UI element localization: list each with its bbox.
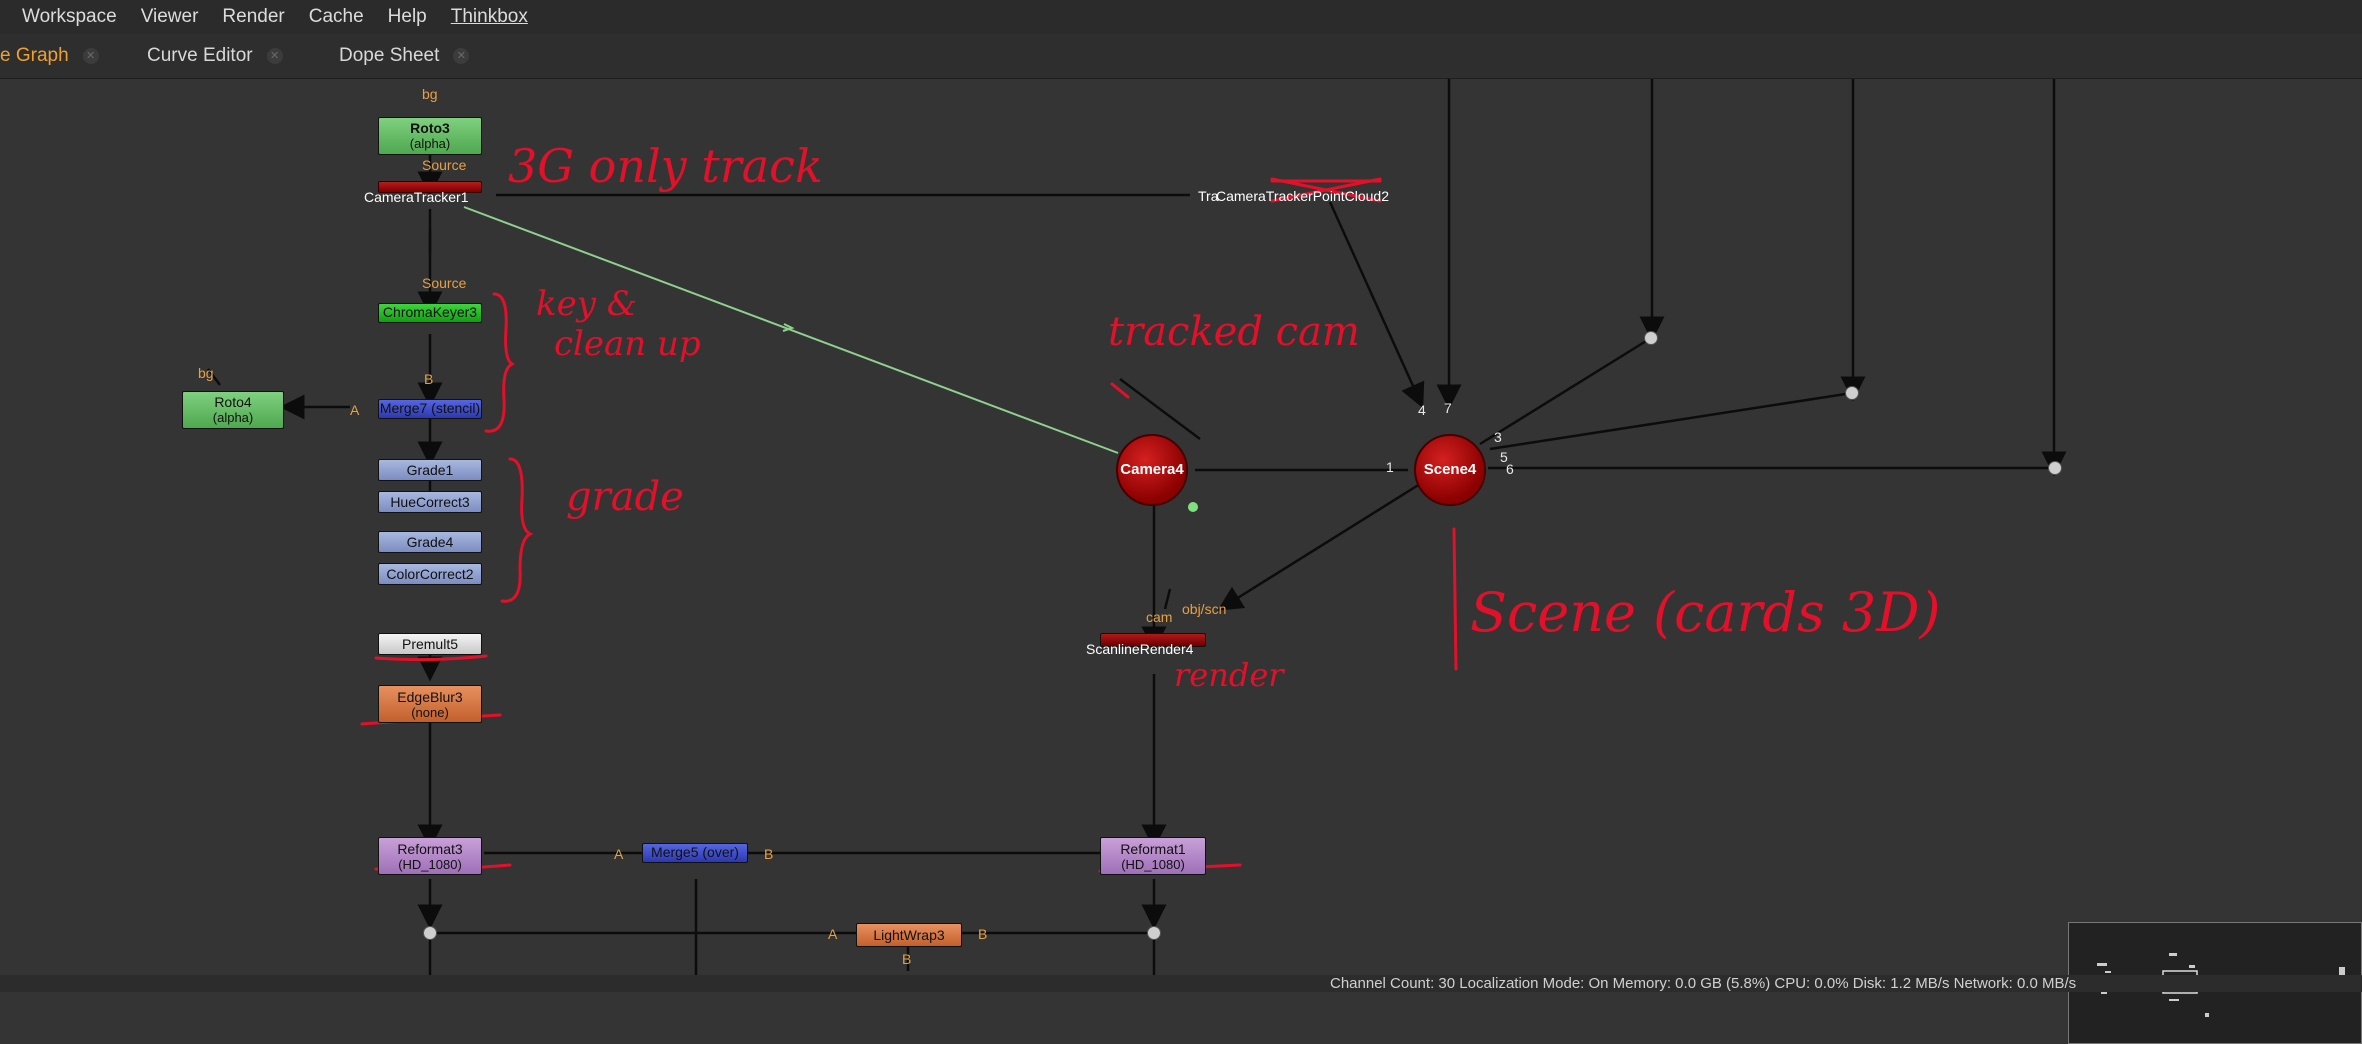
port-a: A [350, 402, 360, 418]
node-reformat1-sub: (HD_1080) [1121, 857, 1185, 872]
port-source: Source [422, 275, 467, 291]
port-1: 1 [1386, 459, 1394, 475]
node-roto3-label: Roto3 [410, 120, 450, 136]
node-reformat1-label: Reformat1 [1120, 841, 1186, 857]
node-chromakeyer3-label: ChromaKeyer3 [382, 304, 478, 320]
menu-workspace[interactable]: Workspace [22, 6, 117, 27]
annotation-key-clean: key & [536, 284, 638, 324]
menu-viewer[interactable]: Viewer [140, 6, 199, 27]
annotation-tracked-cam: tracked cam [1108, 309, 1360, 355]
node-reformat1[interactable]: Reformat1 (HD_1080) [1100, 837, 1206, 875]
port-4: 4 [1418, 402, 1426, 418]
menu-render[interactable]: Render [222, 6, 285, 27]
pipe-dot[interactable] [1845, 386, 1859, 400]
panel-tab-bar: e Graph ✕ Curve Editor ✕ Dope Sheet ✕ [0, 34, 2362, 79]
port-obj-scn: obj/scn [1182, 601, 1227, 617]
pipe-dot[interactable] [423, 926, 437, 940]
node-graph-canvas[interactable]: bg Roto3 (alpha) Source CameraTracker1 S… [0, 79, 2362, 1044]
node-scene4[interactable]: Scene4 [1414, 434, 1486, 506]
node-edgeblur3[interactable]: EdgeBlur3 (none) [378, 685, 482, 723]
pipe-dot[interactable] [1147, 926, 1161, 940]
port-6: 6 [1506, 461, 1514, 477]
node-huecorrect3[interactable]: HueCorrect3 [378, 491, 482, 513]
tab-dope-sheet[interactable]: Dope Sheet ✕ [339, 34, 470, 78]
node-merge5[interactable]: Merge5 (over) [642, 843, 748, 863]
node-lightwrap3-label: LightWrap3 [873, 927, 945, 943]
annotation-scene: Scene (cards 3D) [1470, 581, 1941, 644]
annotation-render: render [1174, 656, 1284, 694]
node-reformat3-label: Reformat3 [397, 841, 463, 857]
port-source: Source [422, 157, 467, 173]
node-grade1-label: Grade1 [406, 462, 454, 478]
node-scene4-label: Scene4 [1423, 461, 1477, 478]
node-grade4-label: Grade4 [406, 534, 454, 550]
pipe-layer [207, 79, 2067, 992]
status-text: Channel Count: 30 Localization Mode: On … [1330, 975, 2077, 992]
close-icon[interactable]: ✕ [266, 48, 283, 64]
port-bg: bg [422, 86, 438, 102]
node-reformat3-sub: (HD_1080) [398, 857, 462, 872]
node-cameratracker1[interactable] [378, 181, 482, 193]
port-b: B [902, 951, 912, 967]
node-premult5-label: Premult5 [401, 636, 459, 652]
node-camera4-label: Camera4 [1120, 461, 1184, 478]
node-edgeblur3-sub: (none) [411, 705, 449, 720]
node-chromakeyer3[interactable]: ChromaKeyer3 [378, 303, 482, 323]
node-roto4-label: Roto4 [214, 394, 252, 410]
annotation-bg-track: 3G only track [508, 139, 823, 193]
node-merge7-label: Merge7 (stencil) [379, 400, 481, 416]
pipe-dot[interactable] [1644, 331, 1658, 345]
node-merge7[interactable]: Merge7 (stencil) [378, 399, 482, 419]
annotation-grade: grade [566, 474, 684, 520]
node-lightwrap3[interactable]: LightWrap3 [856, 923, 962, 947]
node-scanlinerender4-label: ScanlineRender4 [1086, 641, 1194, 657]
port-7: 7 [1444, 400, 1452, 416]
node-roto4[interactable]: Roto4 (alpha) [182, 391, 284, 429]
node-roto3-sub: (alpha) [409, 136, 451, 151]
node-colorcorrect2[interactable]: ColorCorrect2 [378, 563, 482, 585]
status-bar: Channel Count: 30 Localization Mode: On … [0, 975, 2362, 992]
node-edgeblur3-label: EdgeBlur3 [397, 689, 463, 705]
node-grade1[interactable]: Grade1 [378, 459, 482, 481]
node-colorcorrect2-label: ColorCorrect2 [386, 566, 474, 582]
port-a: A [828, 926, 838, 942]
node-merge5-label: Merge5 (over) [651, 844, 739, 860]
close-icon[interactable]: ✕ [82, 48, 99, 64]
camera-output-dot [1188, 502, 1198, 512]
tab-dope-sheet-label: Dope Sheet [339, 45, 440, 66]
menu-cache[interactable]: Cache [308, 6, 364, 27]
tab-curve-editor[interactable]: Curve Editor ✕ [147, 34, 283, 78]
menu-help[interactable]: Help [387, 6, 427, 27]
port-b: B [764, 846, 774, 862]
annotation-key-clean: clean up [554, 324, 701, 364]
port-cam: cam [1146, 609, 1173, 625]
node-pointcloud-prefix: Tra [1198, 188, 1219, 204]
port-3: 3 [1494, 429, 1502, 445]
node-pointcloud-label: CameraTrackerPointCloud2 [1216, 188, 1389, 204]
node-huecorrect3-label: HueCorrect3 [390, 494, 470, 510]
tab-curve-editor-label: Curve Editor [147, 45, 253, 66]
port-b: B [978, 926, 988, 942]
close-icon[interactable]: ✕ [453, 48, 470, 64]
node-reformat3[interactable]: Reformat3 (HD_1080) [378, 837, 482, 875]
port-5: 5 [1500, 449, 1508, 465]
tab-node-graph[interactable]: e Graph ✕ [0, 34, 99, 78]
node-scanlinerender4[interactable] [1100, 633, 1206, 647]
port-b: B [424, 371, 434, 387]
menu-bar: Workspace Viewer Render Cache Help Think… [0, 0, 2362, 35]
pipe-dot[interactable] [2048, 461, 2062, 475]
node-camera4[interactable]: Camera4 [1116, 434, 1188, 506]
tab-node-graph-label: e Graph [0, 45, 69, 66]
node-roto4-sub: (alpha) [212, 410, 254, 425]
node-roto3[interactable]: Roto3 (alpha) [378, 117, 482, 155]
port-bg: bg [198, 365, 214, 381]
node-grade4[interactable]: Grade4 [378, 531, 482, 553]
node-premult5[interactable]: Premult5 [378, 633, 482, 655]
node-cameratracker1-label: CameraTracker1 [364, 189, 469, 205]
menu-thinkbox[interactable]: Thinkbox [450, 6, 528, 27]
port-a: A [614, 846, 624, 862]
